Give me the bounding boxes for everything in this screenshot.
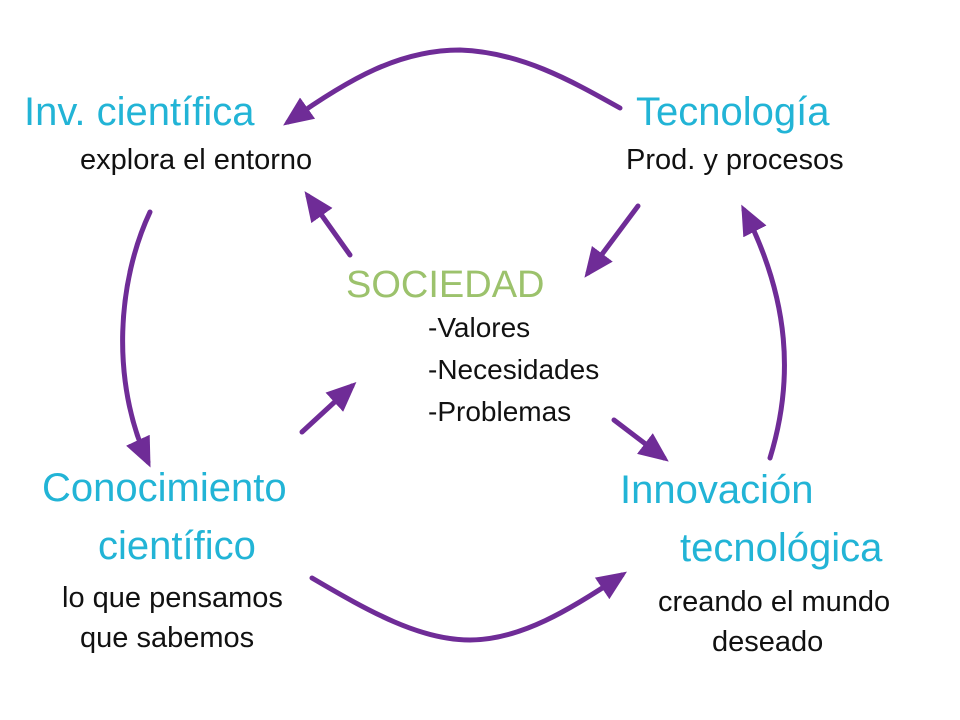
- node-innovacion-subtitle-line1: creando el mundo: [658, 586, 891, 618]
- node-innovacion-title-line1: Innovación: [620, 468, 814, 512]
- node-tecnologia-subtitle: Prod. y procesos: [626, 144, 844, 176]
- arrow-inv-cientifica-to-conocimiento: [120, 209, 153, 468]
- center-item-problemas: -Problemas: [428, 396, 572, 427]
- arrow-tecnologia-to-sociedad: [584, 203, 641, 278]
- arrow-conocimiento-to-innovacion: [309, 571, 627, 643]
- node-conocimiento-title-line1: Conocimiento: [42, 466, 287, 510]
- node-conocimiento-subtitle-line2: que sabemos: [80, 622, 255, 654]
- arrow-tecnologia-to-inv-cientifica: [283, 47, 623, 126]
- arrow-innovacion-to-tecnologia: [741, 204, 787, 461]
- node-inv-cientifica-title: Inv. científica: [24, 90, 255, 134]
- node-tecnologia-title: Tecnología: [636, 90, 830, 134]
- node-inv-cientifica-subtitle: explora el entorno: [80, 144, 313, 176]
- center-item-valores: -Valores: [428, 312, 531, 343]
- node-innovacion-subtitle-line2: deseado: [712, 626, 824, 658]
- node-innovacion-title-line2: tecnológica: [680, 526, 883, 570]
- node-conocimiento-title-line2: científico: [98, 524, 256, 568]
- arrow-conocimiento-to-sociedad: [299, 381, 357, 435]
- arrow-sociedad-to-innovacion: [611, 417, 669, 462]
- node-conocimiento-subtitle-line1: lo que pensamos: [62, 582, 283, 614]
- center-sociedad-title: SOCIEDAD: [346, 264, 545, 306]
- center-item-necesidades: -Necesidades: [428, 354, 600, 385]
- arrow-sociedad-to-inv-cientifica: [304, 191, 353, 258]
